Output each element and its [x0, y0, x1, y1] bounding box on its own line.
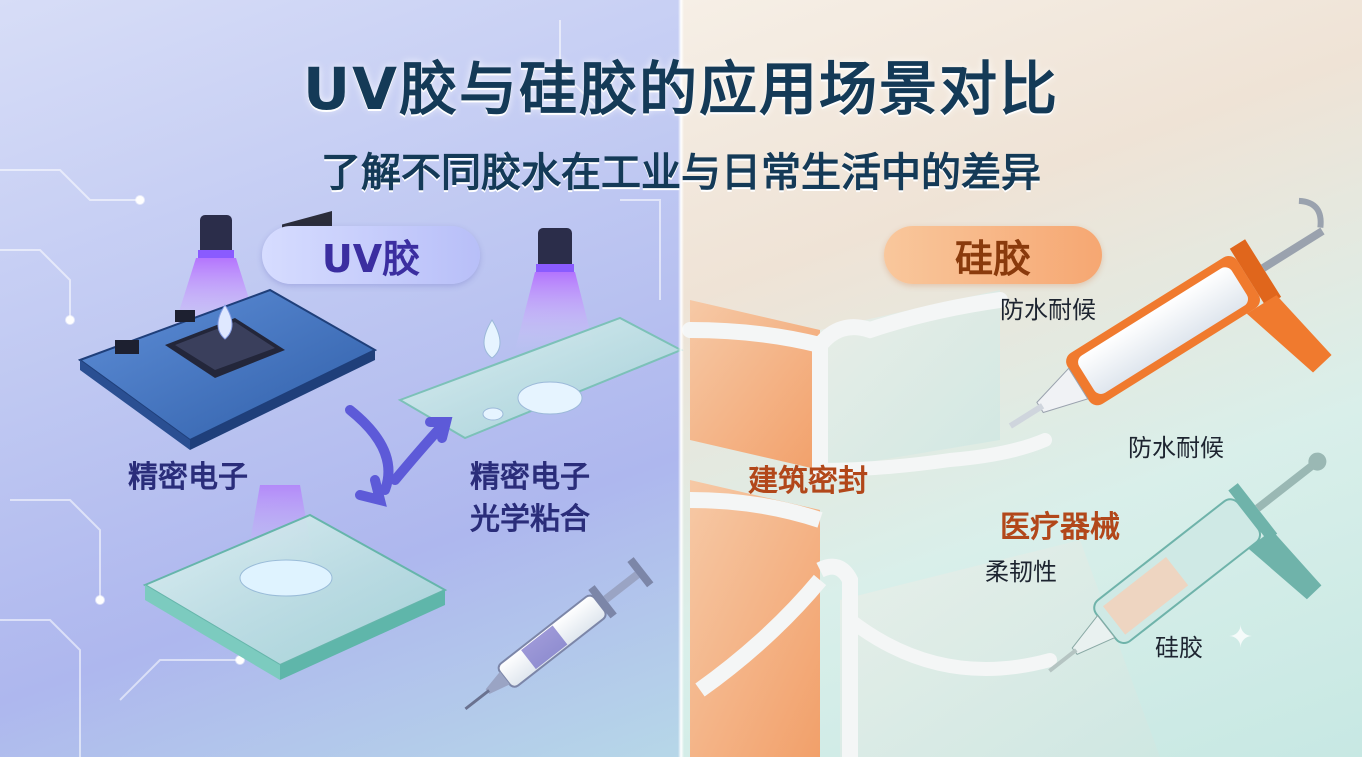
label-precision-electronics: 精密电子: [128, 460, 248, 495]
panel-divider: [678, 0, 684, 757]
label-weather-resistant-2: 防水耐候: [1128, 434, 1224, 462]
building-tiles: [682, 290, 1160, 757]
label-optical-bonding: 光学粘合: [470, 502, 590, 537]
label-building-seal: 建筑密封: [748, 464, 868, 499]
page-title: UV胶与硅胶的应用场景对比: [303, 55, 1059, 123]
caulk-gun-icon: [1008, 197, 1332, 429]
label-medical-devices: 医疗器械: [1000, 510, 1120, 545]
uv-lamp-icon: [515, 228, 595, 350]
label-weather-resistant-1: 防水耐候: [1000, 296, 1096, 324]
sparkle-icon: ✦: [1228, 620, 1254, 655]
silicone-syringe-icon: [1048, 452, 1327, 673]
pcb-icon: [77, 211, 378, 450]
silicone-badge: 硅胶: [884, 226, 1102, 284]
circuit-traces: [0, 20, 661, 757]
page-subtitle: 了解不同胶水在工业与日常生活中的差异: [321, 150, 1041, 196]
curved-arrow: [345, 405, 453, 507]
label-precision-electronics-2: 精密电子: [470, 460, 590, 495]
uv-glue-badge: UV胶: [262, 226, 480, 284]
label-silicone: 硅胶: [1155, 634, 1203, 662]
glass-slide-icon: [142, 485, 448, 680]
syringe-icon: [464, 557, 654, 711]
label-flexibility: 柔韧性: [985, 558, 1057, 586]
